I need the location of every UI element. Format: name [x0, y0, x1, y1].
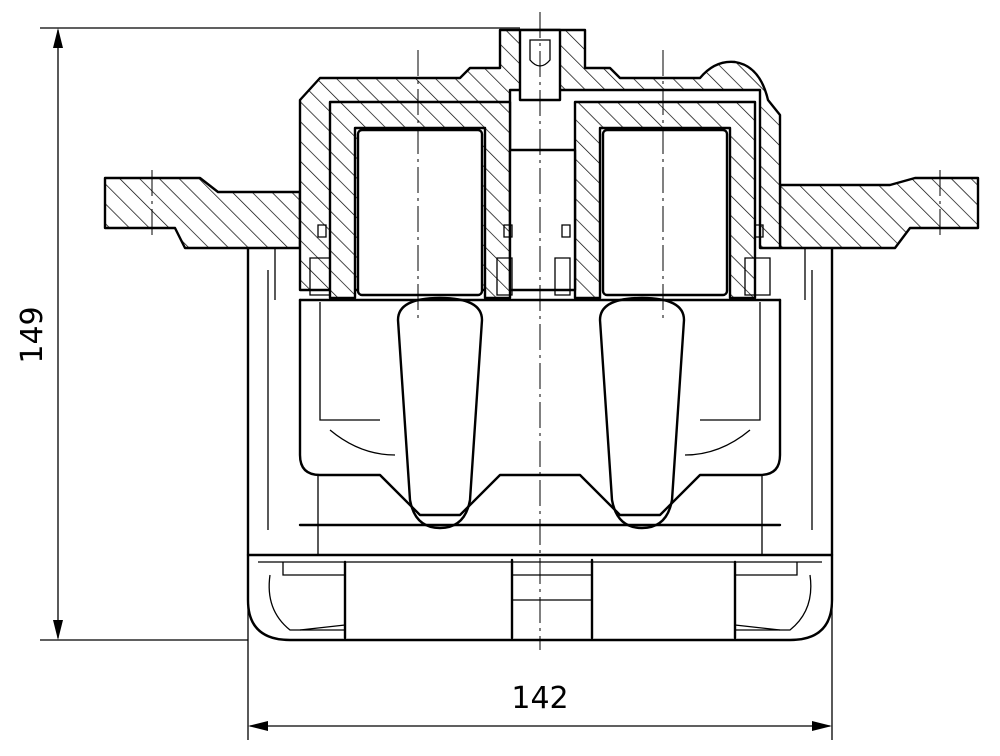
piston-seals: [309, 224, 771, 296]
height-dimension: 149: [15, 27, 520, 641]
piston-left-paddle: [396, 296, 484, 530]
width-dimension: 142: [247, 600, 833, 740]
height-dimension-label: 149: [15, 306, 50, 363]
piston-right-paddle: [598, 296, 686, 530]
width-dimension-label: 142: [511, 681, 568, 716]
center-lines: [151, 12, 941, 650]
piston-left: [356, 128, 484, 297]
caliper-upper-housing: [103, 28, 980, 300]
piston-right: [601, 128, 729, 297]
